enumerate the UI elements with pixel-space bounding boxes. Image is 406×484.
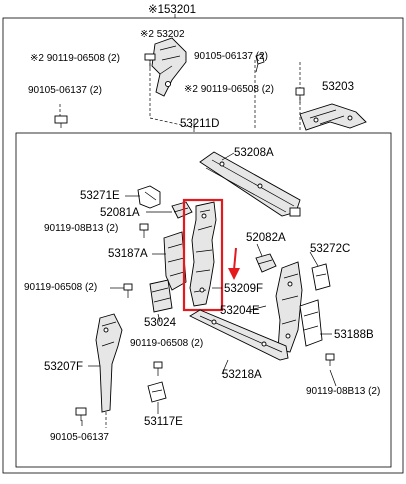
label-top-assembly: ※153201 (148, 4, 196, 16)
bolt-icon (75, 407, 87, 421)
outer-frame (2, 17, 404, 474)
part-53271e-icon (137, 185, 161, 209)
label-53208a: 53208A (234, 147, 274, 159)
part-53207f-icon (95, 313, 123, 413)
part-53188b-icon (299, 299, 323, 347)
part-52082a-icon (255, 253, 277, 273)
part-53204e-icon (275, 261, 303, 353)
bolt-icon (255, 53, 265, 73)
label-52082a: 52082A (246, 232, 286, 244)
part-53202-icon (151, 37, 187, 97)
bolt-icon (54, 115, 68, 128)
label-53272c: 53272C (310, 243, 350, 255)
bolt-icon (144, 53, 156, 68)
label-bolt-08b13-left: 90119-08B13 (2) (44, 223, 118, 234)
highlight-arrowhead (228, 268, 240, 280)
label-53117e: 53117E (144, 416, 183, 428)
part-53208a-icon (199, 151, 301, 217)
part-53187a-icon (163, 231, 187, 291)
label-bolt-06508-left: 90119-06508 (2) (24, 282, 97, 293)
label-53271e: 53271E (80, 190, 120, 202)
label-bolt-06508-bottom: 90119-06508 (2) (130, 338, 203, 349)
label-52081a: 52081A (100, 207, 140, 219)
label-bolt-left: 90105-06137 (2) (28, 85, 102, 96)
label-bolt-08b13-right: 90119-08B13 (2) (306, 386, 380, 397)
label-bolt-top-right: 90105-06137 (2) (194, 51, 268, 62)
label-53204e: 53204E (220, 305, 260, 317)
part-53117e-icon (147, 381, 167, 403)
part-53218a-icon (189, 309, 289, 361)
bolt-icon (123, 283, 133, 298)
bolt-icon (325, 353, 335, 366)
part-53209f-icon (189, 201, 217, 307)
label-bolt-bottom: 90105-06137 (50, 432, 109, 443)
label-bolt-top-left: ※2 90119-06508 (2) (30, 53, 120, 64)
bolt-icon (153, 361, 163, 376)
highlight-box (182, 198, 224, 312)
label-53024: 53024 (144, 317, 177, 329)
highlight-arrow (233, 247, 237, 271)
label-53211d: 53211D (180, 118, 219, 130)
part-53203-icon (299, 103, 367, 131)
part-53272c-icon (311, 263, 331, 291)
bolt-icon (295, 87, 305, 103)
part-53024-icon (149, 279, 173, 313)
part-52081a-icon (171, 201, 193, 219)
label-53202: ※2 53202 (140, 29, 185, 40)
label-53209f: 53209F (224, 283, 263, 295)
label-bolt-mid-right: ※2 90119-06508 (2) (184, 84, 274, 95)
label-53218a: 53218A (222, 369, 262, 381)
label-53187a: 53187A (108, 248, 148, 260)
label-53203: 53203 (322, 81, 354, 93)
inner-frame (15, 132, 392, 468)
label-53207f: 53207F (44, 361, 83, 373)
bolt-icon (139, 223, 149, 238)
label-53188b: 53188B (334, 329, 374, 341)
